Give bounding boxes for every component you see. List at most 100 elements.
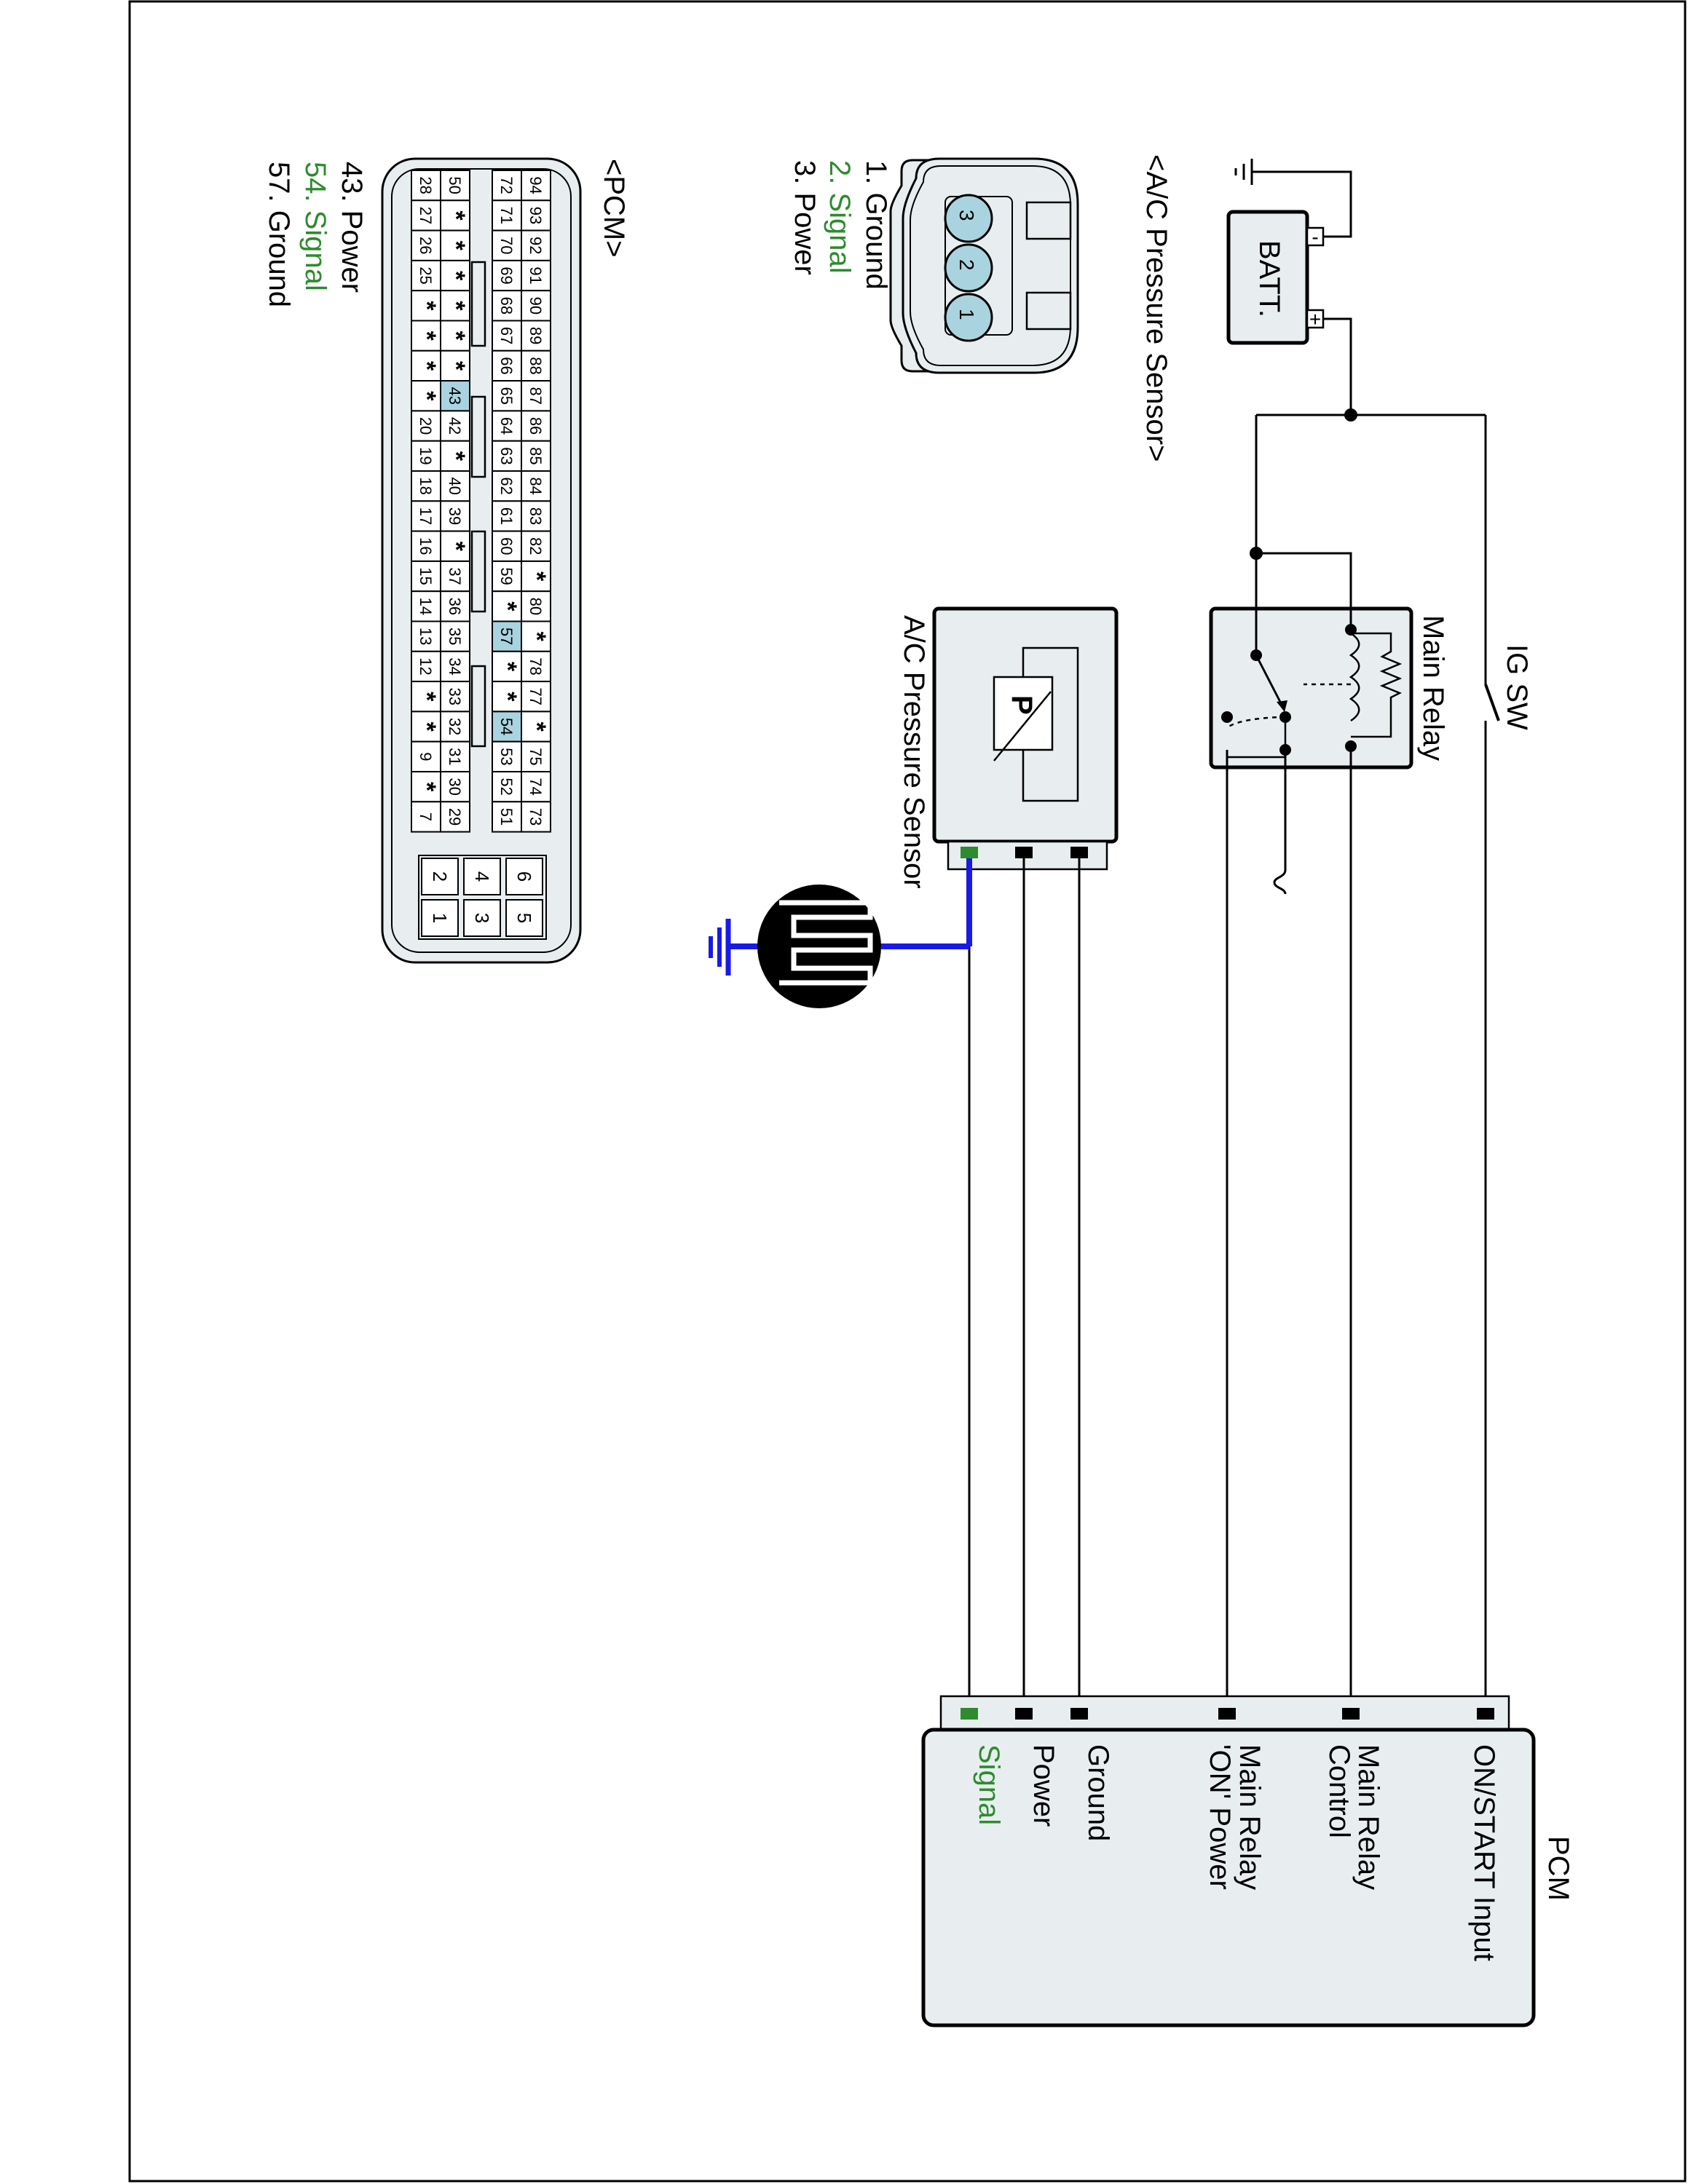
pcm-pin-cell <box>492 470 522 502</box>
pcm-pin-cell <box>411 229 441 261</box>
battery-ground-wire <box>1252 170 1352 238</box>
pcm-small-pin-label: 2 <box>429 871 451 882</box>
battery-plus-label: + <box>1309 308 1321 331</box>
pcm-pin-label: * <box>442 451 470 462</box>
pcm-pin-label: 63 <box>497 447 516 464</box>
pcm-pin-cell <box>521 740 551 773</box>
pcm-pin-cell <box>492 320 522 352</box>
pcm-pin-label: 86 <box>526 417 545 435</box>
pcm-small-pin-cell <box>505 899 543 937</box>
pcm-pin-label: 94 <box>526 176 545 194</box>
pcm-pin-label: 62 <box>497 477 516 494</box>
pcm-pin-cell <box>492 620 522 652</box>
pcm-pin-grid: 94939291908988878685848382*80*7877*75747… <box>411 170 551 833</box>
pcm-pin-label: 19 <box>417 447 435 464</box>
pcm-pin-label: * <box>442 271 470 281</box>
pcm-pin-label: 66 <box>497 357 516 374</box>
pcm-pin-cell <box>440 199 470 232</box>
pcm-pin-relay-on-power <box>1218 1708 1236 1720</box>
pcm-pin-label: 65 <box>497 387 516 405</box>
main-relay: Main Relay <box>1209 606 1449 769</box>
continuation-mark <box>1273 869 1287 895</box>
pcm-terminal-relay-control-2: Control <box>1323 1744 1355 1838</box>
pcm-pin-label: * <box>413 361 441 371</box>
pcm-pin-label: 26 <box>417 237 435 254</box>
battery-label: BATT. <box>1253 240 1285 317</box>
sensor-label: A/C Pressure Sensor <box>898 615 930 889</box>
pcm-pin-list-item: 54. Signal <box>299 162 331 291</box>
pcm-pin-label: * <box>413 391 441 401</box>
pcm-module: PCM ON/START Input Main Relay Control Ma… <box>921 1695 1574 2027</box>
pcm-small-pin-cell <box>505 858 543 895</box>
pcm-pin-cell <box>492 500 522 532</box>
pcm-pin-label: 84 <box>526 477 545 494</box>
probe-ground-symbol <box>709 919 731 976</box>
pcm-pin-cell <box>521 440 551 472</box>
pcm-pin-label: 17 <box>417 507 435 525</box>
pcm-pin-label: 78 <box>526 657 545 675</box>
pcm-pin-cell <box>521 199 551 232</box>
pcm-pin-label: 87 <box>526 387 545 405</box>
pcm-pin-cell <box>411 681 441 713</box>
sensor-pin-power <box>1015 847 1033 858</box>
pcm-pin-label: 57 <box>497 628 516 645</box>
pcm-pin-label: 28 <box>417 176 435 194</box>
pcm-pin-label: 33 <box>446 688 464 705</box>
battery-plus-wire <box>1323 317 1352 415</box>
pcm-pin-cell <box>411 349 441 382</box>
pcm-pin-label: 27 <box>417 207 435 224</box>
pcm-pin-cell <box>411 801 441 833</box>
pcm-pin-cell <box>440 500 470 532</box>
pcm-pin-label: * <box>413 301 441 311</box>
pcm-pin-cell <box>411 380 441 412</box>
pcm-pin-label: * <box>494 601 521 612</box>
pcm-pin-label: * <box>442 331 470 341</box>
pcm-pin-label: 20 <box>417 417 435 435</box>
pcm-pin-label: * <box>442 542 470 552</box>
pcm-pin-list-item: 43. Power <box>336 162 368 293</box>
sensor-pin-ground <box>1070 847 1088 858</box>
pcm-pin-cell <box>492 801 522 833</box>
sensor-pin-list-item: 3. Power <box>789 160 821 275</box>
pcm-pin-cell <box>521 801 551 833</box>
pcm-pin-label: 13 <box>417 628 435 645</box>
pcm-pin-label: 88 <box>526 357 545 374</box>
pcm-pin-label: 72 <box>497 176 516 194</box>
pcm-pin-label: 70 <box>497 237 516 254</box>
pcm-pin-label: 52 <box>497 778 516 795</box>
pcm-pin-label: * <box>413 721 441 732</box>
pcm-pin-label: 67 <box>497 327 516 344</box>
pcm-small-pin-cell <box>421 899 459 937</box>
pcm-pin-cell <box>440 590 470 622</box>
pcm-pin-label: * <box>523 721 551 732</box>
pcm-pin-label: 53 <box>497 748 516 765</box>
pcm-small-pin-cell <box>463 899 501 937</box>
pcm-pin-cell <box>411 410 441 442</box>
pcm-pin-label: 93 <box>526 207 545 224</box>
pcm-pin-cell <box>411 470 441 502</box>
pcm-pin-cell <box>492 740 522 773</box>
ac-pressure-sensor: P A/C Pressure Sensor <box>898 606 1119 889</box>
pcm-pin-cell <box>411 500 441 532</box>
pcm-pin-cell <box>411 590 441 622</box>
battery-minus-label: - <box>1312 226 1318 248</box>
pcm-small-pin-label: 5 <box>513 913 535 923</box>
pcm-pin-label: 7 <box>417 812 435 821</box>
pcm-pin-label: 35 <box>446 628 464 645</box>
pcm-pin-label: 85 <box>526 447 545 464</box>
pcm-pin-label: 69 <box>497 266 516 284</box>
pcm-pin-label: 9 <box>417 752 435 761</box>
pcm-pin-cell <box>440 530 470 562</box>
pcm-pin-power <box>1015 1708 1033 1720</box>
pcm-pin-label: * <box>442 361 470 371</box>
pcm-pin-cell <box>440 650 470 683</box>
pcm-pin-cell <box>440 440 470 472</box>
sensor-symbol: P <box>1006 695 1038 715</box>
pcm-pin-label: 61 <box>497 507 516 525</box>
pcm-pin-label: 43 <box>446 387 464 405</box>
pcm-pin-cell <box>411 290 441 322</box>
pcm-small-pin-label: 3 <box>471 913 493 923</box>
pcm-pin-label: * <box>413 692 441 702</box>
pcm-pin-on-start <box>1477 1708 1494 1720</box>
